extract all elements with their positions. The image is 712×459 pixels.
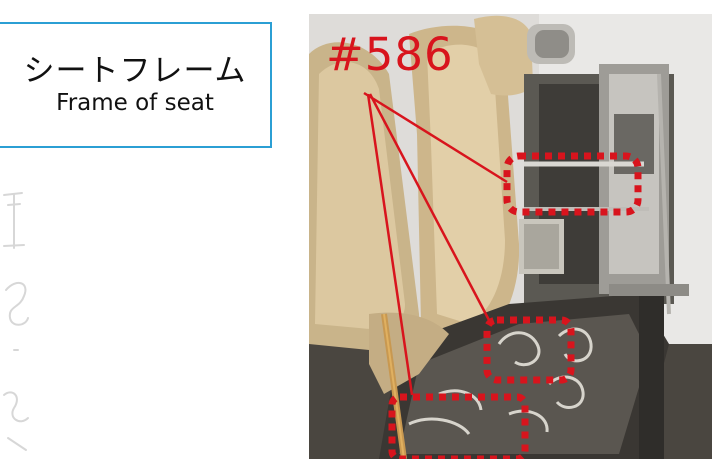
part-number-label: #586	[326, 28, 454, 81]
faint-sketch-icon	[3, 192, 29, 451]
title-japanese: シートフレーム	[23, 53, 247, 89]
title-box: シートフレーム Frame of seat	[0, 22, 272, 148]
title-english: Frame of seat	[56, 90, 214, 116]
